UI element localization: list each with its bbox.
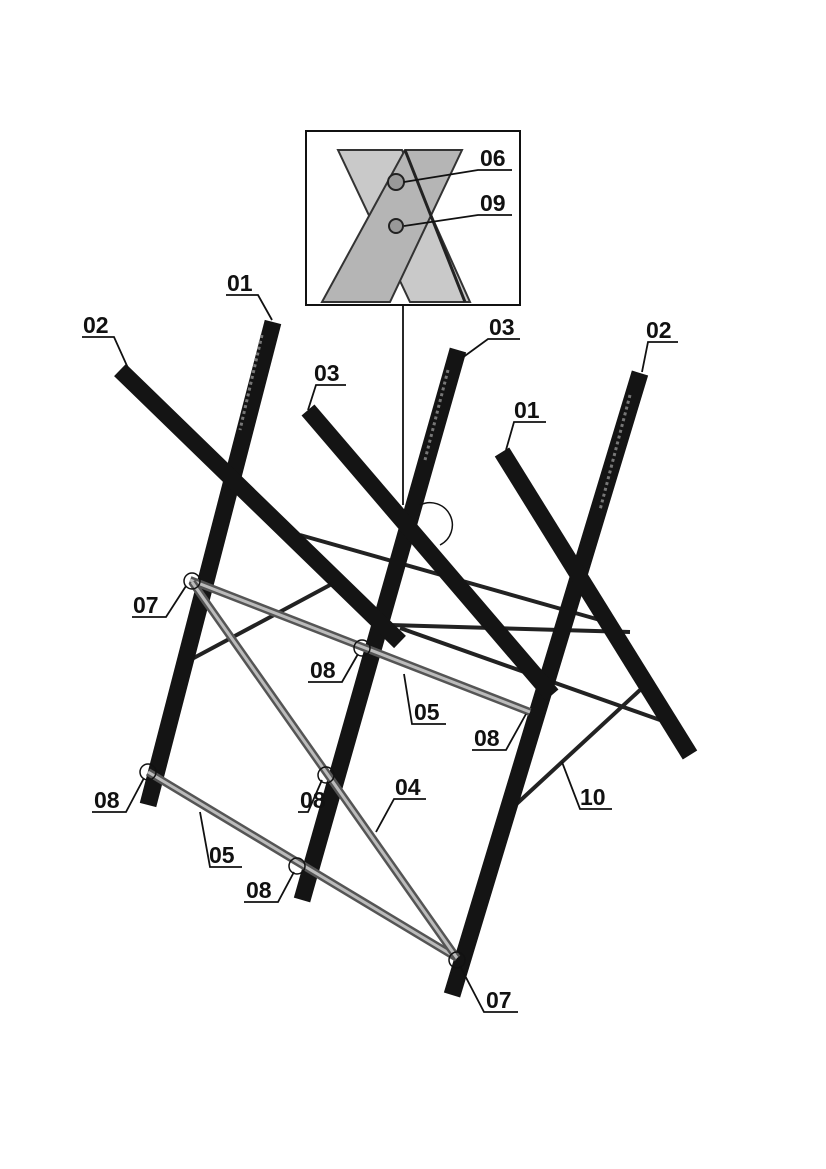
part-labels: 01 02 03 03 01 02 06 09 07 08 05 08 10 0… xyxy=(82,145,678,1013)
svg-text:03: 03 xyxy=(489,314,515,340)
svg-text:08: 08 xyxy=(246,877,272,903)
label-06: 06 xyxy=(403,145,512,183)
svg-text:02: 02 xyxy=(646,317,672,343)
bolt-09 xyxy=(388,218,404,234)
leg-03-left xyxy=(301,404,559,701)
svg-text:10: 10 xyxy=(580,784,606,810)
leg-02-left xyxy=(114,363,406,649)
label-07-lower: 07 xyxy=(459,965,518,1013)
label-02-left: 02 xyxy=(82,312,129,369)
label-08-a: 08 xyxy=(308,653,359,683)
label-07-upper: 07 xyxy=(132,585,187,618)
label-03-left: 03 xyxy=(307,360,346,411)
svg-text:08: 08 xyxy=(94,787,120,813)
label-02-right: 02 xyxy=(641,317,678,373)
svg-text:01: 01 xyxy=(514,397,540,423)
svg-text:01: 01 xyxy=(227,270,253,296)
svg-text:06: 06 xyxy=(480,145,506,171)
svg-text:02: 02 xyxy=(83,312,109,338)
label-08-c: 08 xyxy=(92,777,145,813)
svg-text:04: 04 xyxy=(395,774,421,800)
svg-text:08: 08 xyxy=(474,725,500,751)
svg-text:08: 08 xyxy=(310,657,336,683)
label-08-d: 08 xyxy=(298,779,326,813)
svg-text:05: 05 xyxy=(414,699,440,725)
label-05-upper: 05 xyxy=(403,673,446,725)
label-04: 04 xyxy=(375,774,426,833)
label-08-b: 08 xyxy=(472,713,527,751)
leg-01-left xyxy=(139,319,282,808)
svg-text:07: 07 xyxy=(133,592,159,618)
label-03-right: 03 xyxy=(461,314,520,359)
leg-01-right xyxy=(494,447,698,760)
nut-06 xyxy=(387,173,405,191)
label-08-e: 08 xyxy=(244,871,295,903)
svg-text:09: 09 xyxy=(480,190,506,216)
brace-10 xyxy=(508,688,642,812)
label-01-right: 01 xyxy=(505,397,546,451)
label-10: 10 xyxy=(561,761,612,810)
svg-text:03: 03 xyxy=(314,360,340,386)
svg-text:05: 05 xyxy=(209,842,235,868)
label-05-lower: 05 xyxy=(199,811,242,868)
label-09: 09 xyxy=(403,190,512,227)
svg-text:07: 07 xyxy=(486,987,512,1013)
label-01-left: 01 xyxy=(226,270,273,321)
